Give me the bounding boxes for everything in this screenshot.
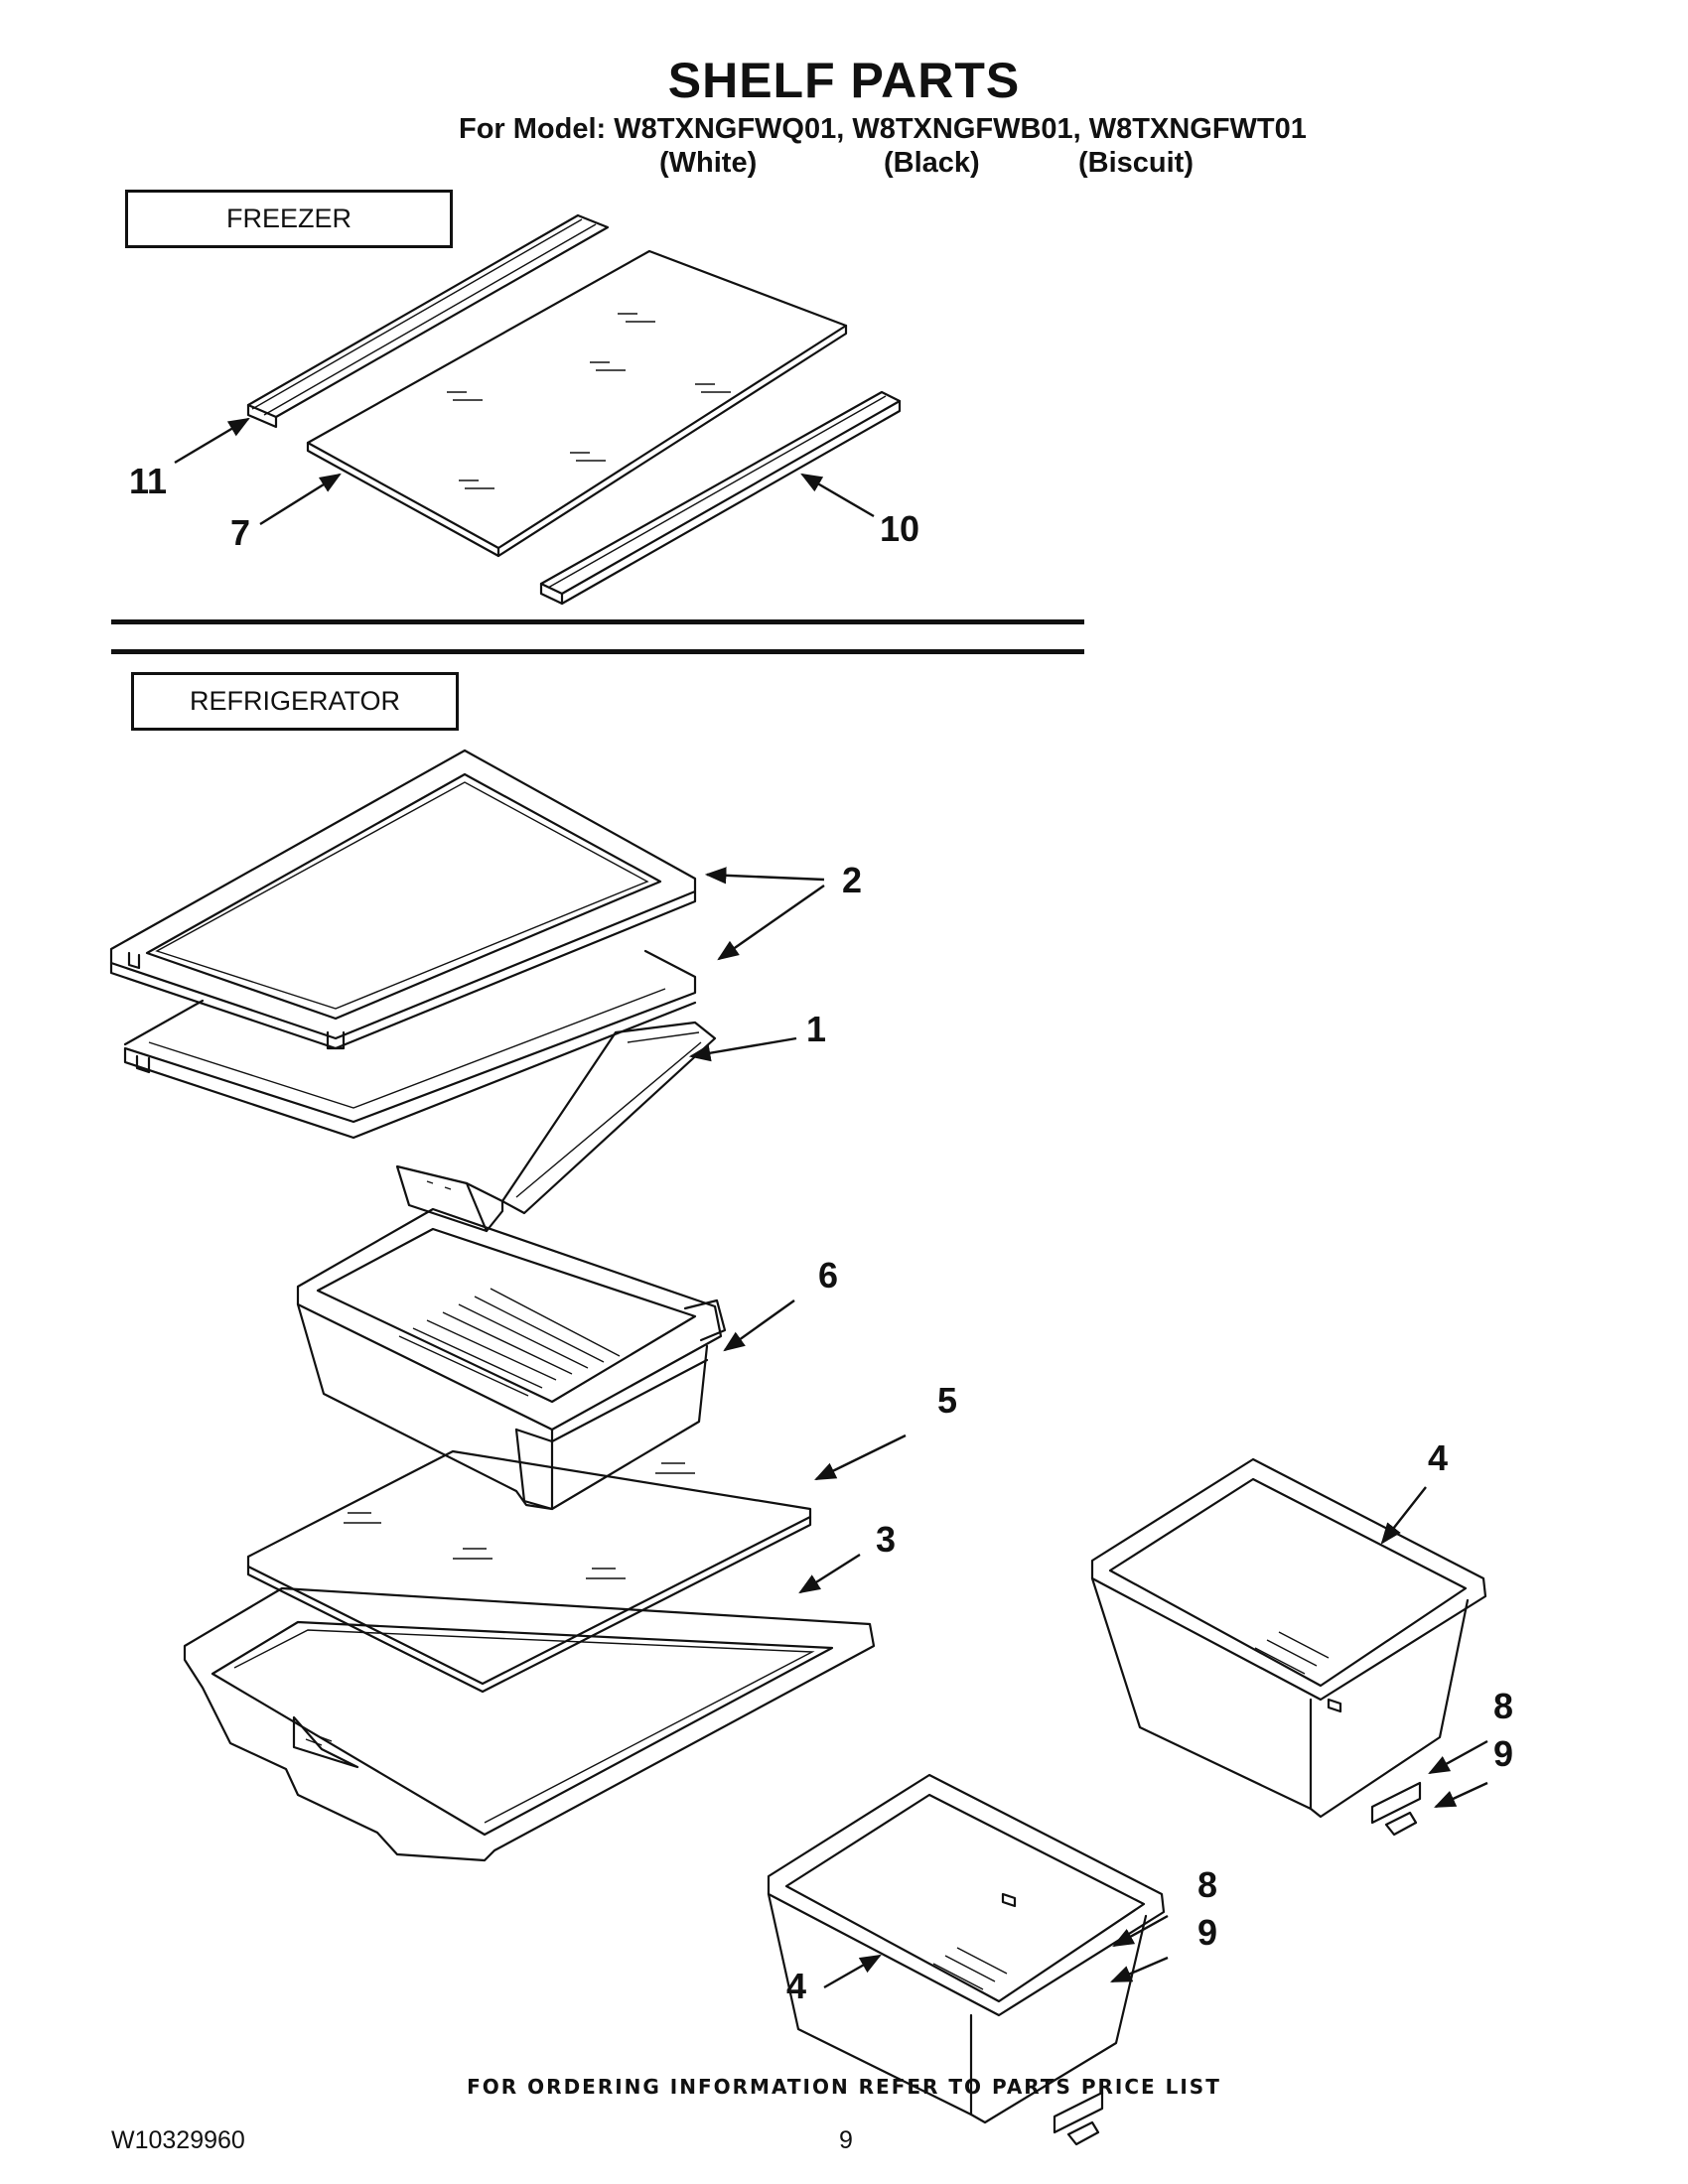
leader-9-left (1110, 1956, 1169, 1983)
callout-9-left: 9 (1197, 1912, 1218, 1953)
leader-2a (704, 867, 825, 885)
section-divider-bottom (111, 649, 1084, 654)
color-label-black: (Black) (884, 147, 980, 179)
callout-9-right: 9 (1493, 1733, 1514, 1774)
leader-8-right (1428, 1739, 1488, 1775)
document-number: W10329960 (111, 2126, 245, 2154)
model-line: For Model: W8TXNGFWQ01, W8TXNGFWB01, W8T… (459, 113, 1307, 145)
callout-10: 10 (880, 508, 920, 549)
part-2-glass-shelf-assembly (109, 749, 697, 1050)
part-6-crisper-pan (296, 1207, 727, 1511)
callout-8-left: 8 (1197, 1864, 1218, 1905)
leader-7 (259, 473, 342, 526)
section-divider-top (111, 619, 1084, 624)
callout-7: 7 (230, 512, 251, 553)
leader-9-right (1434, 1781, 1488, 1809)
refrigerator-label-text: REFRIGERATOR (189, 686, 401, 716)
freezer-section-label: FREEZER (125, 190, 453, 248)
color-label-white: (White) (659, 147, 758, 179)
leader-4-right (1380, 1486, 1427, 1545)
callout-5: 5 (937, 1380, 958, 1421)
part-5-crisper-cover-glass (246, 1449, 812, 1694)
ordering-info-note: FOR ORDERING INFORMATION REFER TO PARTS … (467, 2075, 1221, 2099)
freezer-label-text: FREEZER (225, 204, 352, 233)
part-11-shelf-trim-rear (246, 213, 610, 429)
part-4-crisper-drawer-right (1090, 1457, 1487, 1837)
page-number: 9 (839, 2126, 853, 2154)
refrigerator-section-label: REFRIGERATOR (131, 672, 459, 731)
leader-11 (174, 417, 250, 465)
callout-1: 1 (806, 1009, 827, 1049)
part-7-freezer-glass-shelf (306, 249, 848, 558)
leader-4-left (823, 1954, 882, 1989)
part-4-crisper-drawer-left (767, 1773, 1166, 2146)
part-1-shelf-support (395, 1021, 717, 1233)
callout-4-right: 4 (1428, 1437, 1449, 1478)
part-2-shelf-frame (123, 949, 697, 1140)
callout-6: 6 (818, 1255, 839, 1296)
callout-8-right: 8 (1493, 1686, 1514, 1726)
leader-3 (798, 1553, 861, 1594)
callout-3: 3 (876, 1519, 897, 1560)
leader-6 (723, 1299, 795, 1352)
callout-4-left: 4 (786, 1966, 807, 2006)
leader-8-left (1112, 1914, 1169, 1948)
leader-1 (688, 1036, 797, 1062)
callout-11: 11 (129, 461, 168, 501)
leader-10 (800, 473, 875, 518)
leader-5 (814, 1433, 907, 1481)
leader-2b (717, 885, 825, 961)
part-3-crisper-frame (183, 1586, 876, 1862)
part-10-shelf-trim-front (539, 390, 902, 606)
page-title: SHELF PARTS (667, 53, 1021, 108)
callout-2: 2 (842, 860, 863, 900)
color-label-biscuit: (Biscuit) (1078, 147, 1194, 179)
